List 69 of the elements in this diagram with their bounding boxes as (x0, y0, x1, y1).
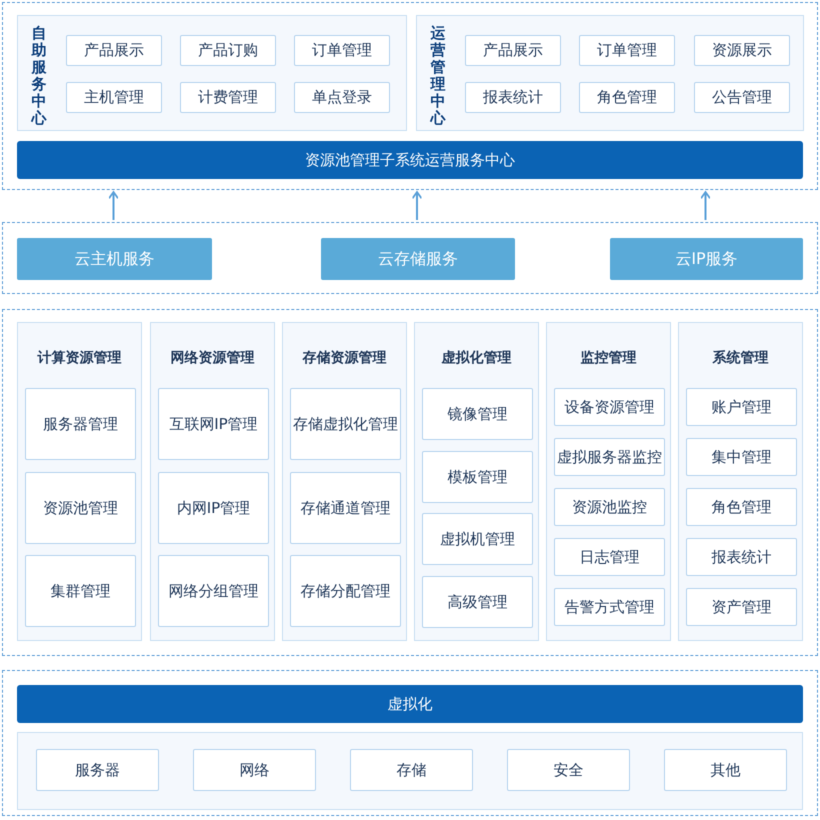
module-box: 资源展示 (694, 35, 790, 66)
group-panel (414, 322, 539, 641)
module-box: 服务器管理 (25, 388, 136, 460)
group-panel (150, 322, 275, 641)
layer-panel (2, 222, 818, 294)
group-panel (678, 322, 803, 641)
module-box: 存储通道管理 (290, 472, 401, 544)
group-panel (282, 322, 407, 641)
panel-title: 监控管理 (580, 349, 638, 367)
panel-title: 系统管理 (712, 349, 770, 367)
panel-title: 虚拟化管理 (440, 349, 512, 367)
group-panel (416, 15, 804, 131)
module-box: 存储虚拟化管理 (290, 388, 401, 460)
module-box: 角色管理 (579, 82, 675, 113)
arrow (412, 191, 422, 220)
header-bar: 资源池管理子系统运营服务中心 (17, 141, 803, 179)
service-box: 云IP服务 (610, 238, 803, 280)
module-box: 服务器 (36, 749, 159, 791)
module-box: 公告管理 (694, 82, 790, 113)
layer-panel (2, 2, 818, 190)
module-box: 存储 (350, 749, 473, 791)
module-box: 虚拟机管理 (422, 513, 533, 565)
service-box: 云主机服务 (17, 238, 212, 280)
module-box: 虚拟服务器监控 (554, 438, 665, 476)
panel-title: 计算资源管理 (36, 349, 122, 367)
module-box: 产品展示 (465, 35, 561, 66)
module-box: 模板管理 (422, 451, 533, 503)
module-box: 其他 (664, 749, 787, 791)
service-box: 云存储服务 (321, 238, 515, 280)
panel-title: 存储资源管理 (301, 349, 388, 367)
module-box: 订单管理 (579, 35, 675, 66)
panel-title: 运营管理中心 (430, 25, 446, 127)
arrow (108, 191, 119, 220)
module-box: 资产管理 (686, 588, 797, 626)
module-box: 存储分配管理 (290, 555, 401, 627)
panel-title: 网络资源管理 (170, 349, 256, 367)
module-box: 互联网IP管理 (158, 388, 269, 460)
group-panel (17, 322, 142, 641)
module-box: 资源池监控 (554, 488, 665, 526)
module-box: 资源池管理 (25, 472, 136, 544)
module-box: 报表统计 (686, 538, 797, 576)
module-box: 产品展示 (66, 35, 162, 66)
module-box: 计费管理 (180, 82, 276, 113)
module-box: 订单管理 (294, 35, 390, 66)
module-box: 网络 (193, 749, 316, 791)
group-panel (546, 322, 671, 641)
module-box: 报表统计 (465, 82, 561, 113)
module-box: 单点登录 (294, 82, 390, 113)
module-box: 网络分组管理 (158, 555, 269, 627)
layer-panel (2, 670, 818, 816)
module-box: 内网IP管理 (158, 472, 269, 544)
header-bar: 虚拟化 (17, 685, 803, 723)
module-box: 主机管理 (66, 82, 162, 113)
module-box: 集群管理 (25, 555, 136, 627)
group-panel (17, 15, 407, 131)
module-box: 产品订购 (180, 35, 276, 66)
module-box: 角色管理 (686, 488, 797, 526)
module-box: 高级管理 (422, 576, 533, 628)
module-box: 集中管理 (686, 438, 797, 476)
module-box: 镜像管理 (422, 388, 533, 440)
arrow (700, 191, 711, 220)
module-box: 告警方式管理 (554, 588, 665, 626)
panel-title: 自助服务中心 (31, 25, 47, 127)
module-box: 安全 (507, 749, 630, 791)
layer-panel (2, 309, 818, 656)
module-box: 账户管理 (686, 388, 797, 426)
group-panel (17, 732, 803, 810)
module-box: 日志管理 (554, 538, 665, 576)
module-box: 设备资源管理 (554, 388, 665, 426)
